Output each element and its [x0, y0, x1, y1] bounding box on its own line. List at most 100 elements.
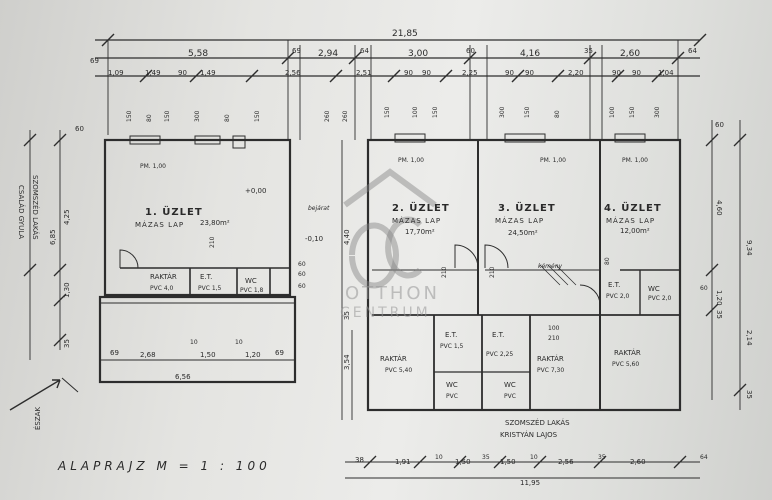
- lower-dim-3: 1,20: [245, 351, 261, 359]
- dim-row2-1: 1,09: [108, 69, 124, 77]
- left-dim-3: 1,30: [63, 282, 71, 298]
- shop2-name: 2. ÜZLET: [392, 203, 450, 214]
- et3-floor: PVC 2,25: [486, 351, 514, 358]
- dim-top-8: 35: [584, 47, 593, 55]
- dim-top-1: 5,58: [188, 49, 209, 59]
- right-dim-5: 2,14: [745, 330, 753, 346]
- shop3-area: 24,50m²: [508, 229, 538, 237]
- dim-row2-13: 90: [612, 69, 621, 77]
- misc-0: 60: [298, 261, 306, 268]
- watermark-logo: [343, 168, 437, 289]
- level-mark-1: -0,10: [305, 235, 324, 243]
- store3-name: RAKTÁR: [537, 355, 564, 363]
- wall-right-building: [366, 138, 682, 412]
- opening-11: 150: [432, 106, 439, 118]
- mid-dim-0: 4,40: [343, 229, 351, 245]
- et3-name: E.T.: [492, 331, 505, 339]
- shop1-name: 1. ÜZLET: [145, 207, 203, 218]
- misc-2: 60: [298, 283, 306, 290]
- left-dim-0: 60: [75, 125, 84, 133]
- level-mark-0: +0,00: [245, 187, 267, 195]
- left-neighbor-2: CSALÁD GYULA: [17, 185, 25, 240]
- opening-7: 260: [324, 110, 331, 122]
- store4-name: RAKTÁR: [614, 349, 641, 357]
- right-dim-2: 9,34: [745, 240, 753, 256]
- bottom-dim-1: 1,91: [395, 458, 411, 466]
- dim-top-3: 2,94: [318, 49, 339, 59]
- shop4-ph: PM. 1,00: [622, 157, 648, 164]
- bottom-dim-total: 11,95: [520, 479, 541, 487]
- store2-floor: PVC 5,40: [385, 367, 413, 374]
- store3-floor: PVC 7,30: [537, 367, 565, 374]
- et1-floor: PVC 1,5: [198, 285, 222, 292]
- dim-total: 21,85: [392, 29, 418, 39]
- shop1-ph: PM. 1,00: [140, 163, 166, 170]
- lower-dim-5: 6,56: [175, 373, 191, 381]
- north-label: ÉSZAK: [34, 406, 42, 430]
- opening-8: 260: [342, 110, 349, 122]
- misc-6: 210: [548, 335, 560, 342]
- mid-dim-2: 3,54: [343, 354, 351, 370]
- shop2-ph: PM. 1,00: [398, 157, 424, 164]
- opening-2: 80: [146, 114, 153, 122]
- et2-name: E.T.: [445, 331, 458, 339]
- et4-name: E.T.: [608, 281, 621, 289]
- misc-3: 210: [209, 236, 216, 248]
- dim-row2-3: 90: [178, 69, 187, 77]
- dim-row2-2: 1,49: [145, 69, 161, 77]
- shop1-floor: MÁZAS LAP: [135, 221, 185, 229]
- misc-7: 60: [700, 285, 708, 292]
- et4-floor: PVC 2,0: [606, 293, 630, 300]
- dim-top-7: 4,16: [520, 49, 541, 59]
- dim-row2-15: 1,04: [658, 69, 674, 77]
- lower-dim-1: 2,68: [140, 351, 156, 359]
- dim-top-left: 69: [90, 57, 99, 65]
- dim-row2-4: 1,49: [200, 69, 216, 77]
- shop2-floor: MÁZAS LAP: [392, 217, 442, 225]
- bottom-dim-5: 1,50: [500, 458, 516, 466]
- opening-10: 100: [412, 106, 419, 118]
- watermark-text-1: OTTHON: [345, 283, 441, 304]
- chimney-note: kémény: [538, 263, 563, 270]
- right-dim-0: 60: [715, 121, 724, 129]
- opening-6: 150: [254, 110, 261, 122]
- bottom-dim-10: 64: [700, 454, 708, 461]
- misc-8: 80: [604, 257, 611, 265]
- bottom-dim-6: 10: [530, 454, 538, 461]
- opening-3: 150: [164, 110, 171, 122]
- wc3-floor: PVC: [504, 393, 516, 400]
- dim-row2-14: 90: [632, 69, 641, 77]
- left-dim-1: 4,25: [63, 209, 71, 225]
- lower-dim-4: 69: [275, 349, 284, 357]
- misc-5: 100: [548, 325, 560, 332]
- left-dim-4: 35: [63, 339, 71, 348]
- bottom-dim-3: 1,50: [455, 458, 471, 466]
- store1-floor: PVC 4,0: [150, 285, 174, 292]
- dim-top-10: 64: [688, 47, 697, 55]
- bottom-dim-7: 2,56: [558, 458, 574, 466]
- store1-name: RAKTÁR: [150, 273, 177, 281]
- bottom-neighbor: SZOMSZÉD LAKÁS: [505, 419, 570, 427]
- dim-row2-12: 2,20: [568, 69, 584, 77]
- shop4-name: 4. ÜZLET: [604, 203, 662, 214]
- opening-12: 300: [499, 106, 506, 118]
- dim-row2-5: 2,56: [285, 69, 301, 77]
- lower-dim-6: 10: [190, 339, 198, 346]
- wc2-floor: PVC: [446, 393, 458, 400]
- opening-5: 80: [224, 114, 231, 122]
- dim-row2-7: 90: [404, 69, 413, 77]
- bottom-dim-9: 2,60: [630, 458, 646, 466]
- et1-name: E.T.: [200, 273, 213, 281]
- wc4-floor: PVC 2,0: [648, 295, 672, 302]
- lower-dim-0: 69: [110, 349, 119, 357]
- dim-row2-6: 2,51: [356, 69, 372, 77]
- right-dim-6: 35: [745, 390, 753, 399]
- bottom-dim-4: 35: [482, 454, 490, 461]
- dim-top-5: 3,00: [408, 49, 429, 59]
- misc-4: 210: [441, 266, 448, 278]
- dim-row2-10: 90: [505, 69, 514, 77]
- dim-top-9: 2,60: [620, 49, 641, 59]
- right-dim-1: 4,60: [715, 200, 723, 216]
- wc1-name: WC: [245, 277, 257, 285]
